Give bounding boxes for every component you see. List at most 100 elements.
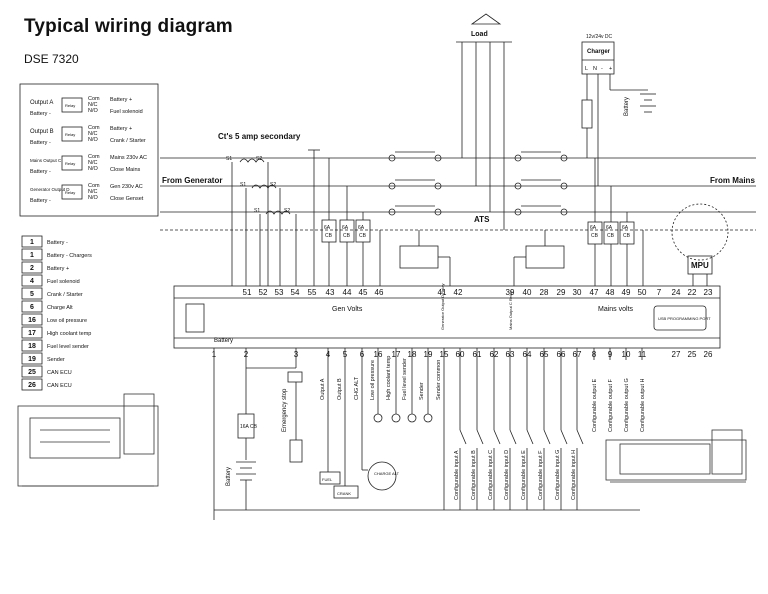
legend-label: Battery - Chargers <box>47 253 92 259</box>
terminal-bottom-number: 61 <box>473 350 482 359</box>
config-output-label: Configurable output F <box>608 378 614 432</box>
legend-label: Battery + <box>47 266 69 272</box>
relay-contact-label: Com <box>88 154 100 160</box>
relay-symbol <box>61 155 83 171</box>
config-output-label: Configurable output H <box>640 378 646 432</box>
crank-label: CRANK <box>337 491 351 496</box>
ats-contact <box>434 208 442 216</box>
cb-16a-label: 16A CB <box>240 424 258 430</box>
terminal-bottom-number: 2 <box>244 350 249 359</box>
emergency-stop-switch <box>287 371 303 383</box>
legend-number: 18 <box>28 343 36 350</box>
legend-number-box <box>21 300 43 313</box>
legend-number-box <box>21 378 43 391</box>
relay-output-label: Mains Output C <box>30 158 62 163</box>
relay-contact-label: Com <box>88 125 100 131</box>
terminal-bottom-number: 18 <box>408 350 417 359</box>
module-display <box>185 303 205 333</box>
relay-symbol <box>61 184 83 200</box>
terminal-top-number: 39 <box>506 288 515 297</box>
ct-coil-3 <box>265 210 291 215</box>
legend-number-box <box>21 365 43 378</box>
legend-number: 4 <box>30 278 34 285</box>
legend-number: 26 <box>28 382 36 389</box>
terminal-bottom-number: 3 <box>294 350 299 359</box>
wire-label: Sender common <box>436 360 442 400</box>
relay-symbol-label: Relay <box>65 103 75 108</box>
wire-label: Fuel level sender <box>402 358 408 400</box>
terminal-bottom-number: 8 <box>592 350 597 359</box>
cb-6a-label: CB <box>325 233 333 239</box>
legend-label: CAN ECU <box>47 370 72 376</box>
terminal-bottom-number: 5 <box>343 350 348 359</box>
relay-function-label: Gen 230v AC <box>110 184 143 190</box>
legend-label: High coolant temp <box>47 331 91 337</box>
cb-6a-label: CB <box>607 233 615 239</box>
legend-label: Fuel solenoid <box>47 279 80 285</box>
ct-s2-label: S2 <box>270 182 276 188</box>
sender-switch <box>391 413 401 423</box>
generator-left <box>17 393 159 487</box>
terminal-top-number: 52 <box>259 288 268 297</box>
wire-label: Sender <box>419 382 425 400</box>
legend-label: Battery - <box>47 240 68 246</box>
legend-number-box <box>21 326 43 339</box>
sender-switch <box>407 413 417 423</box>
legend-number: 25 <box>28 369 36 376</box>
charger-terminal: - <box>601 66 603 72</box>
ats-contact <box>388 154 396 162</box>
cb-6a-label: 6A <box>606 225 613 231</box>
ats-contact <box>434 182 442 190</box>
terminal-bottom-number: 27 <box>672 350 681 359</box>
wire-label: Output A <box>320 378 326 400</box>
model-name: DSE 7320 <box>24 52 79 66</box>
legend-number: 2 <box>30 265 34 272</box>
config-input-switch <box>509 429 517 445</box>
charger-terminal: + <box>609 66 612 72</box>
terminal-bottom-number: 26 <box>704 350 713 359</box>
charger-terminal: N <box>593 66 597 72</box>
relay-symbol <box>61 126 83 142</box>
config-input-label: Configurable input H <box>571 450 577 500</box>
ats-contact <box>560 208 568 216</box>
relay-battery-label: Battery - <box>30 111 51 117</box>
terminal-top-number: 29 <box>557 288 566 297</box>
relay-function-label: Close Mains <box>110 167 141 173</box>
cb-6a-label: 6A <box>324 225 331 231</box>
fuel-solenoid <box>319 471 341 485</box>
mains-volts-label: Mains volts <box>598 306 634 313</box>
relay-symbol-label: Relay <box>65 161 75 166</box>
terminal-bottom-number: 9 <box>608 350 613 359</box>
legend-label: Sender <box>47 357 65 363</box>
config-input-switch <box>543 429 551 445</box>
ats-contact <box>514 208 522 216</box>
legend-number-box <box>21 313 43 326</box>
ct-s1-label: S1 <box>226 156 232 162</box>
emergency-stop-label: Emergency stop <box>282 388 288 432</box>
config-input-switch <box>493 429 501 445</box>
config-input-switch <box>526 429 534 445</box>
config-input-label: Configurable input E <box>521 450 527 500</box>
legend-number: 17 <box>28 330 36 337</box>
mains-relay-label: Mains Output C Relay <box>508 291 513 330</box>
cb-6a-label: 6A <box>590 225 597 231</box>
legend-number: 19 <box>28 356 36 363</box>
relay-function-label: Battery + <box>110 126 132 132</box>
config-input-switch <box>576 429 584 445</box>
gen-volts-label: Gen Volts <box>332 306 363 313</box>
terminal-bottom-number: 66 <box>557 350 566 359</box>
wire-label: High coolant temp <box>386 356 392 400</box>
fuel-label: FUEL <box>322 477 333 482</box>
wire-label: CHG ALT <box>354 376 360 400</box>
terminal-top-number: 41 <box>438 288 447 297</box>
relay-symbol-label: Relay <box>65 190 75 195</box>
cb-6a-label: 6A <box>358 225 365 231</box>
legend-number-box <box>21 274 43 287</box>
legend-label: Fuel level sender <box>47 344 89 350</box>
terminal-bottom-number: 64 <box>523 350 532 359</box>
relay-contact-label: N/C <box>88 102 98 108</box>
terminal-top-number: 7 <box>657 288 662 297</box>
from-mains-label: From Mains <box>710 176 755 185</box>
relay-function-label: Fuel solenoid <box>110 109 143 115</box>
gen-relay-label: Generator Output D Relay <box>440 284 445 330</box>
